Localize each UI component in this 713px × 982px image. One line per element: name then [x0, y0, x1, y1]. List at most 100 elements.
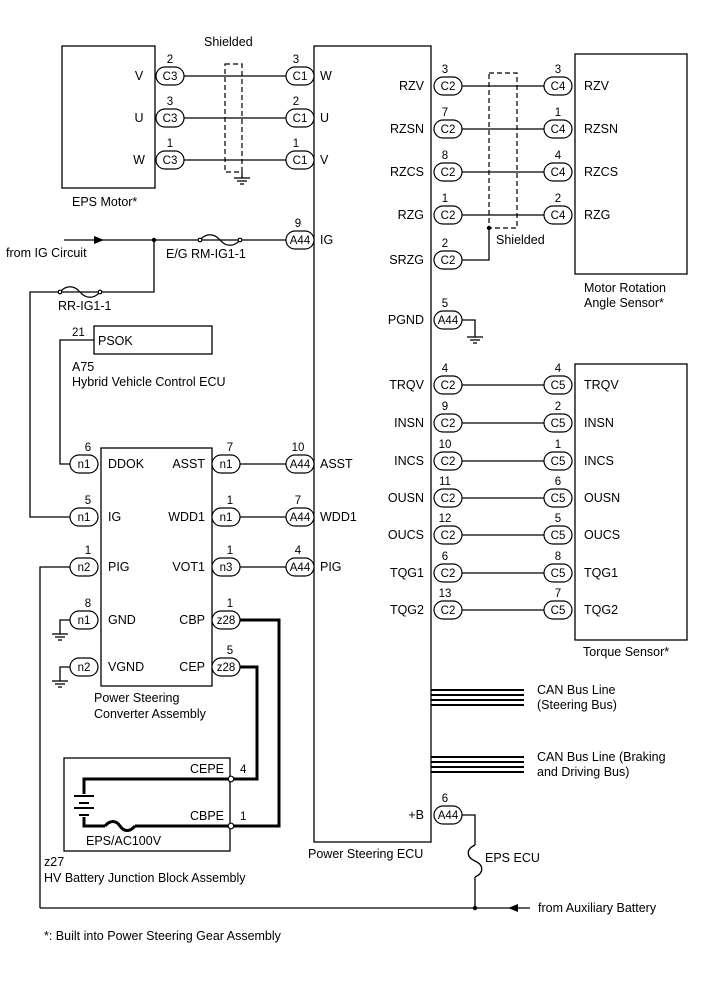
ecu-c1-pin-num-0: 3 [293, 54, 299, 66]
torque-sensor-term-5: TQG1 [584, 566, 618, 580]
ecu-ig-term: IG [320, 233, 333, 247]
torque-sensor-connector-3 [543, 488, 573, 508]
ecu-connector-11-label: C2 [441, 568, 456, 580]
ecu-c1-term-0: W [320, 69, 332, 83]
converter-left-connector-2-label: n2 [78, 562, 91, 574]
converter-left-connector-1 [69, 507, 99, 527]
converter-right-connector-2 [211, 557, 241, 577]
torque-sensor-term-3: OUSN [584, 491, 620, 505]
ecu-term-4: SRZG [389, 253, 424, 267]
converter-right-connector-1-label: n1 [220, 512, 233, 524]
hv-ecu-name: Hybrid Vehicle Control ECU [72, 375, 226, 389]
ecu-term-10: OUCS [388, 528, 424, 542]
converter-left-term-3: GND [108, 613, 136, 627]
ecu-pin-num-1: 7 [442, 107, 448, 119]
motor-pin-num-2: 1 [167, 138, 173, 150]
ecu-c1-connector-2 [285, 150, 315, 170]
converter-right-pin-num-3: 1 [227, 598, 233, 610]
angle-sensor-pin-num-3: 2 [555, 193, 561, 205]
ecu-connector-0 [433, 76, 463, 96]
ecu-left-term-2: PIG [320, 560, 342, 574]
torque-sensor-pin-num-1: 2 [555, 401, 561, 413]
angle-sensor-box [574, 53, 688, 275]
pig-supply-wire [39, 566, 70, 908]
converter-right-term-3: CBP [179, 613, 205, 627]
ecu-c1-connector-1-label: C1 [293, 113, 308, 125]
battery-supply-wires [40, 814, 530, 912]
can-bus-braking-label-2: and Driving Bus) [537, 765, 629, 779]
ecu-c1-pin-num-1: 2 [293, 96, 299, 108]
converter-left-connector-4-label: n2 [78, 662, 91, 674]
ecu-c1-term-2: V [320, 153, 329, 167]
from-aux-battery-label: from Auxiliary Battery [538, 901, 657, 915]
ecu-c1-pin-num-2: 1 [293, 138, 299, 150]
torque-sensor-pin-num-4: 5 [555, 513, 561, 525]
ecu-left-pin-num-0: 10 [292, 442, 305, 454]
angle-sensor-pin-num-1: 1 [555, 107, 561, 119]
ecu-term-3: RZG [398, 208, 424, 222]
ecu-pin-num-4: 2 [442, 238, 448, 250]
shielded-label-right: Shielded [496, 233, 545, 247]
ecu-left-connector-1-label: A44 [290, 512, 311, 524]
shielded-label-top: Shielded [204, 35, 253, 49]
ecu-left-term-1: WDD1 [320, 510, 357, 524]
ecu-connector-12 [433, 600, 463, 620]
ecu-term-5: PGND [388, 313, 424, 327]
ecu-c1-term-1: U [320, 111, 329, 125]
torque-sensor-connector-2-label: C5 [551, 456, 566, 468]
converter-right-pin-num-4: 5 [227, 645, 233, 657]
torque-sensor-connector-4 [543, 525, 573, 545]
ecu-term-7: INSN [394, 416, 424, 430]
footnote: *: Built into Power Steering Gear Assemb… [44, 929, 282, 943]
torque-sensor-connector-1-label: C5 [551, 418, 566, 430]
torque-sensor-connector-5 [543, 563, 573, 583]
torque-sensor-connector-0-label: C5 [551, 380, 566, 392]
motor-pin-num-0: 2 [167, 54, 173, 66]
ecu-pin-num-5: 5 [442, 298, 448, 310]
torque-sensor-connector-1 [543, 413, 573, 433]
ecu-term-2: RZCS [390, 165, 424, 179]
ecu-term-1: RZSN [390, 122, 424, 136]
converter-right-term-1: WDD1 [168, 510, 205, 524]
converter-ground-symbols [52, 619, 70, 688]
ecu-pin-num-7: 9 [442, 401, 448, 413]
converter-right-connector-3-label: z28 [217, 615, 236, 627]
ecu-b-connector [433, 805, 463, 825]
torque-sensor-connector-2 [543, 451, 573, 471]
can-bus-steering-lines [431, 689, 524, 706]
torque-sensor-pin-num-2: 1 [555, 439, 561, 451]
torque-sensor-label: Torque Sensor* [583, 645, 669, 659]
converter-label-2: Converter Assembly [94, 707, 207, 721]
converter-left-connector-3 [69, 610, 99, 630]
ecu-connector-3 [433, 205, 463, 225]
ecu-connector-7 [433, 413, 463, 433]
eps-motor-box [61, 45, 156, 189]
ecu-term-12: TQG2 [390, 603, 424, 617]
converter-left-connector-3-label: n1 [78, 615, 91, 627]
ecu-b-pin-num: 6 [442, 793, 448, 805]
angle-sensor-term-1: RZSN [584, 122, 618, 136]
converter-right-pin-num-1: 1 [227, 495, 233, 507]
converter-label-1: Power Steering [94, 691, 180, 705]
angle-sensor-label-1: Motor Rotation [584, 281, 666, 295]
ecu-connector-12-label: C2 [441, 605, 456, 617]
ecu-b-connector-label: A44 [438, 810, 459, 822]
torque-sensor-box [574, 363, 688, 641]
torque-sensor-term-6: TQG2 [584, 603, 618, 617]
fuse-rr-ig1-label: RR-IG1-1 [58, 299, 112, 313]
converter-left-connector-4 [69, 657, 99, 677]
motor-connector-0 [155, 66, 185, 86]
converter-right-pin-num-2: 1 [227, 545, 233, 557]
motor-connector-2 [155, 150, 185, 170]
can-bus-braking-lines [431, 756, 524, 773]
converter-left-term-4: VGND [108, 660, 144, 674]
converter-right-connector-0-label: n1 [220, 459, 233, 471]
motor-connector-1 [155, 108, 185, 128]
torque-sensor-connector-5-label: C5 [551, 568, 566, 580]
can-bus-steering-label-1: CAN Bus Line [537, 683, 616, 697]
angle-sensor-pin-num-2: 4 [555, 150, 562, 162]
angle-sensor-connector-0-label: C4 [551, 81, 566, 93]
converter-left-term-2: PIG [108, 560, 130, 574]
converter-right-connector-3 [211, 610, 241, 630]
